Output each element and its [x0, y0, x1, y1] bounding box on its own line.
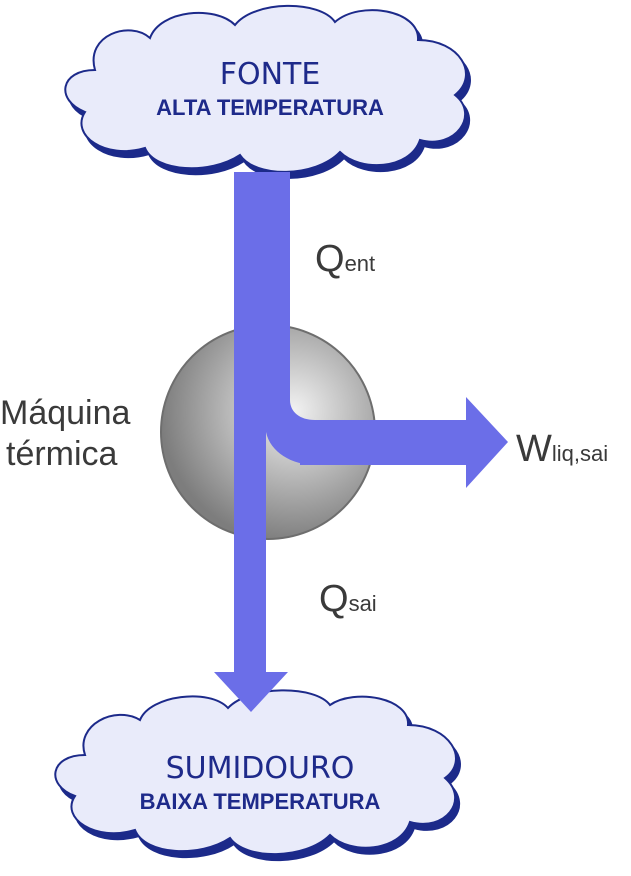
heat-out-subscript: sai [348, 591, 377, 616]
heat-out-symbol: Q [319, 578, 349, 620]
heat-in-label: Qent [315, 240, 375, 278]
heat-out-label: Qsai [319, 580, 377, 618]
sink-title: SUMIDOURO [165, 751, 355, 786]
source-title: FONTE [219, 57, 321, 92]
work-out-label: Wliq,sai [516, 430, 608, 468]
work-out-subscript: liq,sai [551, 441, 609, 466]
sink-subtitle: BAIXA TEMPERATURA [139, 789, 381, 814]
sink-cloud [54, 689, 457, 856]
engine-label-line2: térmica [6, 435, 118, 473]
work-flow-arrow [300, 397, 508, 488]
engine-label-line1: Máquina [0, 394, 131, 432]
source-subtitle: ALTA TEMPERATURA [156, 95, 384, 120]
work-out-symbol: W [516, 428, 552, 470]
heat-flow-arrow [214, 172, 315, 712]
source-cloud [64, 4, 467, 173]
heat-in-symbol: Q [315, 238, 345, 280]
heat-in-subscript: ent [344, 251, 376, 276]
